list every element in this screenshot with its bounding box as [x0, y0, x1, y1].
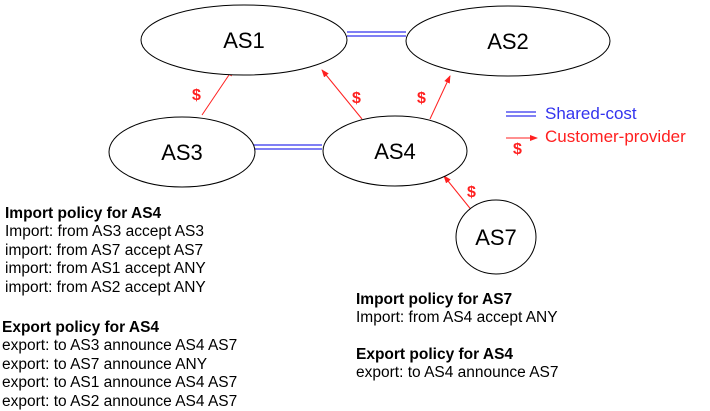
policy-line: export: to AS1 announce AS4 AS7 — [2, 374, 238, 392]
as4-import-policy: Import policy for AS4 Import: from AS3 a… — [5, 205, 206, 297]
arrow-as4-to-as1: $ — [321, 69, 363, 120]
policy-line: Import: from AS3 accept AS3 — [5, 223, 205, 241]
policy-heading: Import policy for AS4 — [5, 205, 162, 222]
legend: Shared-cost $ Customer-provider — [506, 104, 686, 158]
policy-line: export: to AS2 announce AS4 AS7 — [2, 392, 238, 410]
node-as2: AS2 — [405, 5, 611, 77]
policy-line: import: from AS1 accept ANY — [5, 260, 206, 278]
dollar-label: $ — [417, 90, 426, 107]
arrow-as4-to-as2: $ — [417, 75, 451, 120]
node-label: AS3 — [161, 140, 203, 165]
node-label: AS2 — [487, 29, 529, 54]
node-as3: AS3 — [108, 116, 256, 188]
policy-heading: Export policy for AS4 — [356, 346, 514, 363]
link-as1-as2 — [347, 31, 406, 37]
dollar-label: $ — [192, 87, 201, 104]
arrow-as7-to-as4: $ — [443, 175, 476, 213]
as4-export-policy: Export policy for AS4 export: to AS3 ann… — [2, 319, 237, 411]
node-as7: AS7 — [455, 199, 537, 275]
policy-line: export: to AS3 announce AS4 AS7 — [2, 337, 238, 355]
legend-customer-provider: $ Customer-provider — [506, 127, 686, 158]
legend-label: Shared-cost — [545, 104, 637, 123]
node-label: AS7 — [475, 225, 517, 250]
node-label: AS1 — [223, 28, 265, 53]
legend-shared-cost: Shared-cost — [506, 104, 637, 123]
policy-line: import: from AS7 accept AS7 — [5, 241, 204, 259]
node-label: AS4 — [374, 139, 416, 164]
policy-line: import: from AS2 accept ANY — [5, 278, 206, 296]
link-as3-as4 — [253, 144, 322, 150]
policy-heading: Import policy for AS7 — [356, 291, 513, 308]
dollar-label: $ — [513, 141, 522, 158]
dollar-label: $ — [467, 184, 476, 201]
node-as4: AS4 — [322, 115, 468, 187]
policy-line: export: to AS7 announce ANY — [2, 355, 208, 373]
arrow-as3-to-as1: $ — [192, 68, 234, 116]
policy-heading: Export policy for AS4 — [2, 319, 160, 336]
policy-line: Import: from AS4 accept ANY — [356, 309, 558, 327]
node-as1: AS1 — [140, 4, 348, 76]
legend-label: Customer-provider — [545, 127, 686, 146]
as7-export-policy: Export policy for AS4 export: to AS4 ann… — [356, 346, 559, 383]
dollar-label: $ — [352, 90, 361, 107]
as7-import-policy: Import policy for AS7 Import: from AS4 a… — [356, 291, 558, 328]
policy-line: export: to AS4 announce AS7 — [356, 364, 559, 382]
